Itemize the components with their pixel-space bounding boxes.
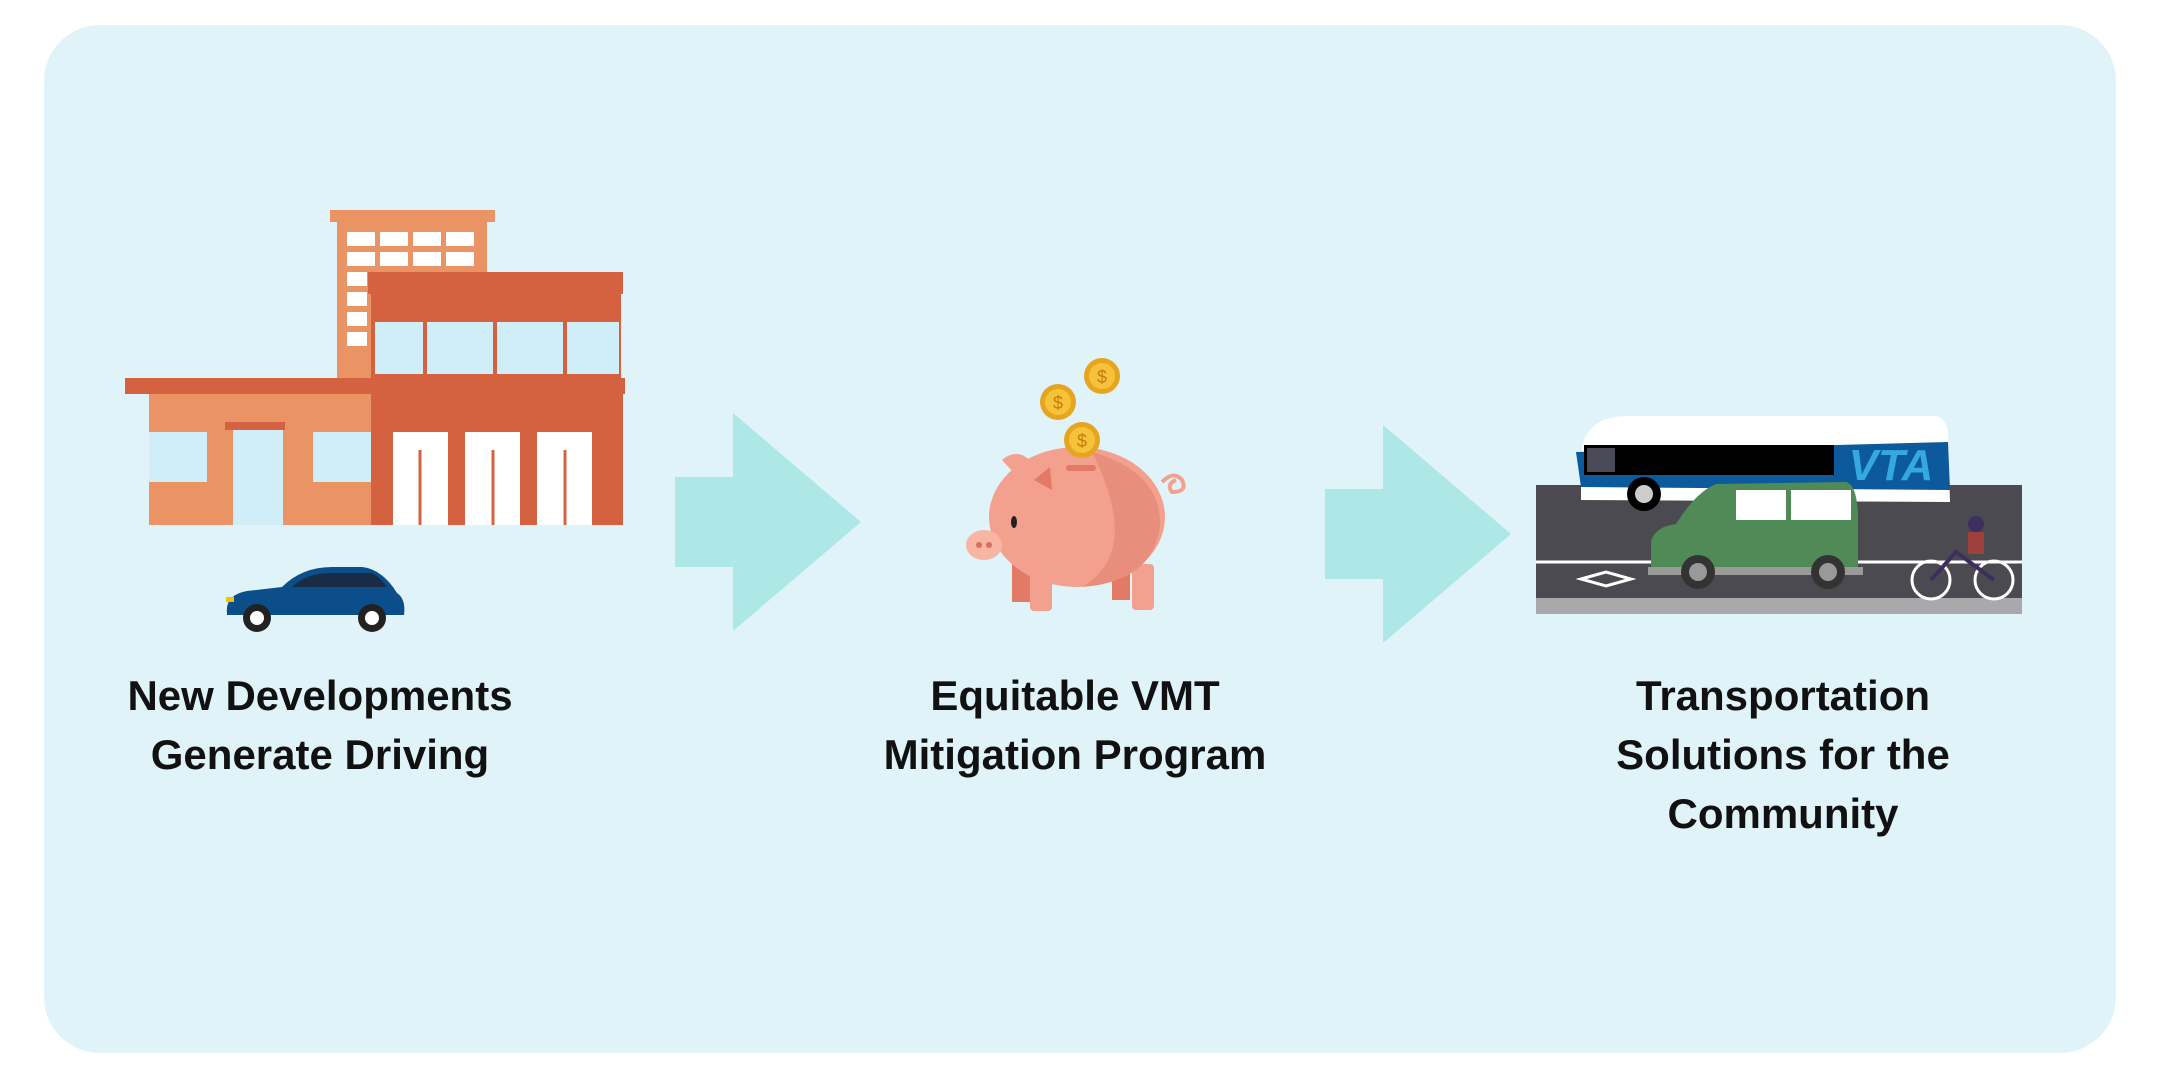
- step-3-line-1: Transportation: [1635, 672, 1931, 719]
- step-2-label: Equitable VMT Mitigation Program: [795, 666, 1355, 784]
- svg-text:$: $: [1097, 367, 1107, 387]
- transportation-scene-icon: VTA: [1536, 416, 2022, 614]
- step-3-line-3: Community: [1667, 790, 1899, 837]
- coin-icon: $: [1064, 422, 1100, 458]
- vta-logo: VTA: [1849, 441, 1934, 490]
- arrow-right-icon: [675, 413, 861, 631]
- step-1-line-1: New Developments: [127, 672, 513, 719]
- step-2-line-1: Equitable VMT: [930, 672, 1220, 719]
- coin-icon: $: [1040, 384, 1076, 420]
- step-1-label: New Developments Generate Driving: [40, 666, 600, 784]
- step-3-line-2: Solutions for the: [1616, 731, 1950, 778]
- coin-icon: $: [1084, 358, 1120, 394]
- step-2-line-2: Mitigation Program: [883, 731, 1267, 778]
- step-3-label: Transportation Solutions for the Communi…: [1503, 666, 2063, 843]
- step-1-line-2: Generate Driving: [150, 731, 490, 778]
- svg-text:$: $: [1077, 431, 1087, 451]
- piggy-bank-icon: $ $ $: [966, 358, 1186, 611]
- building-icon: [125, 210, 625, 525]
- svg-text:$: $: [1053, 393, 1063, 413]
- car-icon: [226, 567, 405, 632]
- arrow-right-icon: [1325, 425, 1511, 643]
